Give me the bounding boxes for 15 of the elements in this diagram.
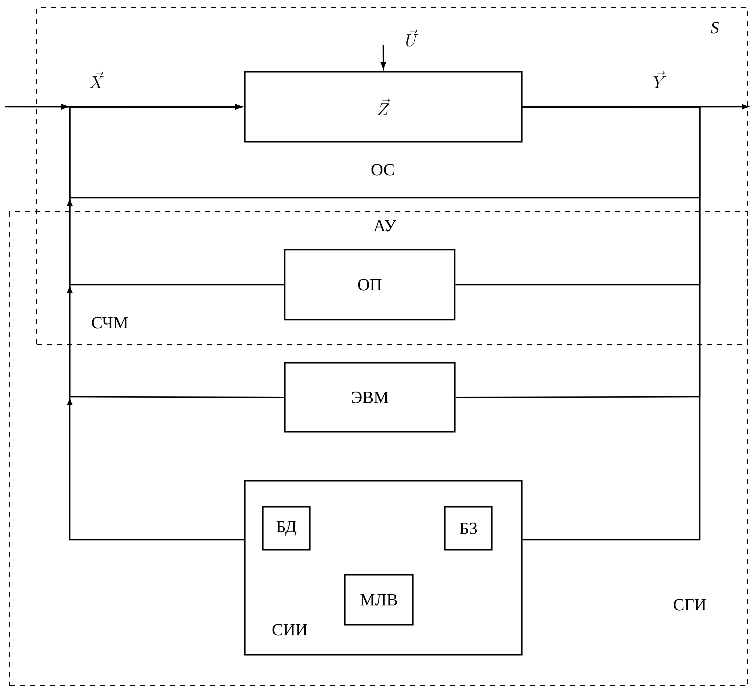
block-box: МЛВ [344, 574, 414, 626]
block-box: БЗ [444, 506, 493, 551]
edge-label: $\vec{Y}$ [652, 70, 668, 90]
edge-label: $\vec{U}$ [404, 28, 420, 48]
block-box: ЭВМ [284, 362, 456, 433]
area-label: АУ [374, 220, 396, 232]
block-box: ОП [284, 249, 456, 321]
block-box: БД [262, 506, 311, 551]
arrow [381, 45, 386, 70]
block-box: $\vec{Z}$ [244, 72, 523, 143]
area-label: СЧМ [92, 317, 128, 329]
edge-label: $\vec{X}$ [88, 70, 106, 90]
arrow [62, 104, 701, 199]
edge-label: ОС [370, 163, 396, 177]
arrow [62, 104, 244, 541]
